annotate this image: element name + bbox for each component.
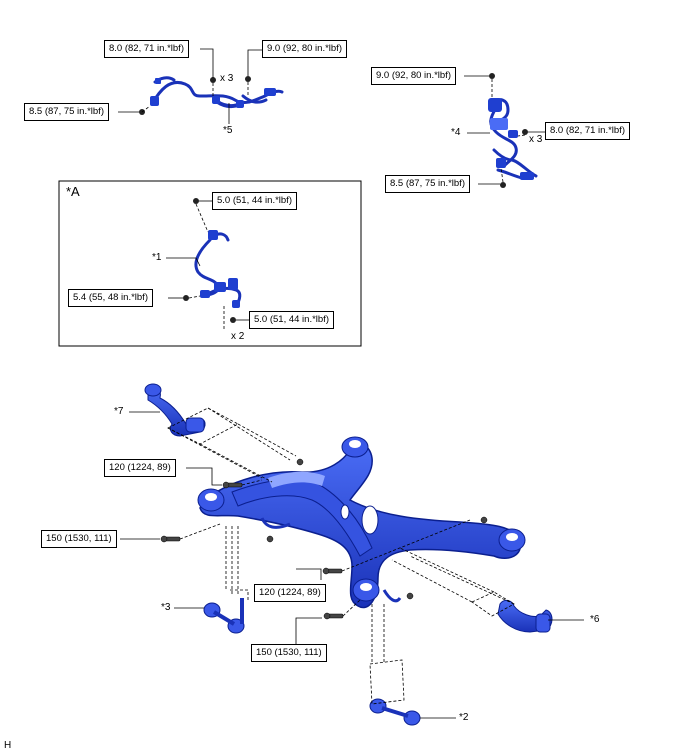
- part-callout-4: *4: [451, 127, 461, 138]
- torque-label-10: 120 (1224, 89): [104, 459, 176, 477]
- torque-label-2: 9.0 (92, 80 in.*lbf): [262, 40, 347, 58]
- torque-label-13: 150 (1530, 111): [251, 644, 327, 662]
- torque-label-4: 9.0 (92, 80 in.*lbf): [371, 67, 456, 85]
- arm-7: [144, 383, 206, 437]
- link-3: [203, 598, 245, 634]
- torque-label-7: 5.0 (51, 44 in.*lbf): [212, 192, 297, 210]
- quantity-marker-1: x 3: [220, 73, 234, 84]
- rear-subframe: [197, 436, 526, 609]
- part-callout-3: *3: [161, 602, 171, 613]
- torque-label-1: 8.0 (82, 71 in.*lbf): [104, 40, 189, 58]
- part-callout-1: *1: [152, 252, 162, 263]
- link-2: [369, 698, 421, 726]
- torque-label-3: 8.5 (87, 75 in.*lbf): [24, 103, 109, 121]
- quantity-marker-3: x 2: [231, 331, 245, 342]
- torque-label-9: 5.0 (51, 44 in.*lbf): [249, 311, 334, 329]
- torque-label-8: 5.4 (55, 48 in.*lbf): [68, 289, 153, 307]
- detail-panel-label: *A: [66, 184, 80, 199]
- part-callout-5: *5: [223, 125, 233, 136]
- arm-6: [497, 599, 553, 633]
- quantity-marker-2: x 3: [529, 134, 543, 145]
- part-callout-2: *2: [459, 712, 469, 723]
- detail-panel-frame: [58, 180, 362, 347]
- torque-label-5: 8.0 (82, 71 in.*lbf): [545, 122, 630, 140]
- torque-label-6: 8.5 (87, 75 in.*lbf): [385, 175, 470, 193]
- part-callout-6: *6: [590, 614, 600, 625]
- footer-code: H: [4, 740, 12, 751]
- torque-label-12: 120 (1224, 89): [254, 584, 326, 602]
- torque-label-11: 150 (1530, 111): [41, 530, 117, 548]
- part-callout-7: *7: [114, 406, 124, 417]
